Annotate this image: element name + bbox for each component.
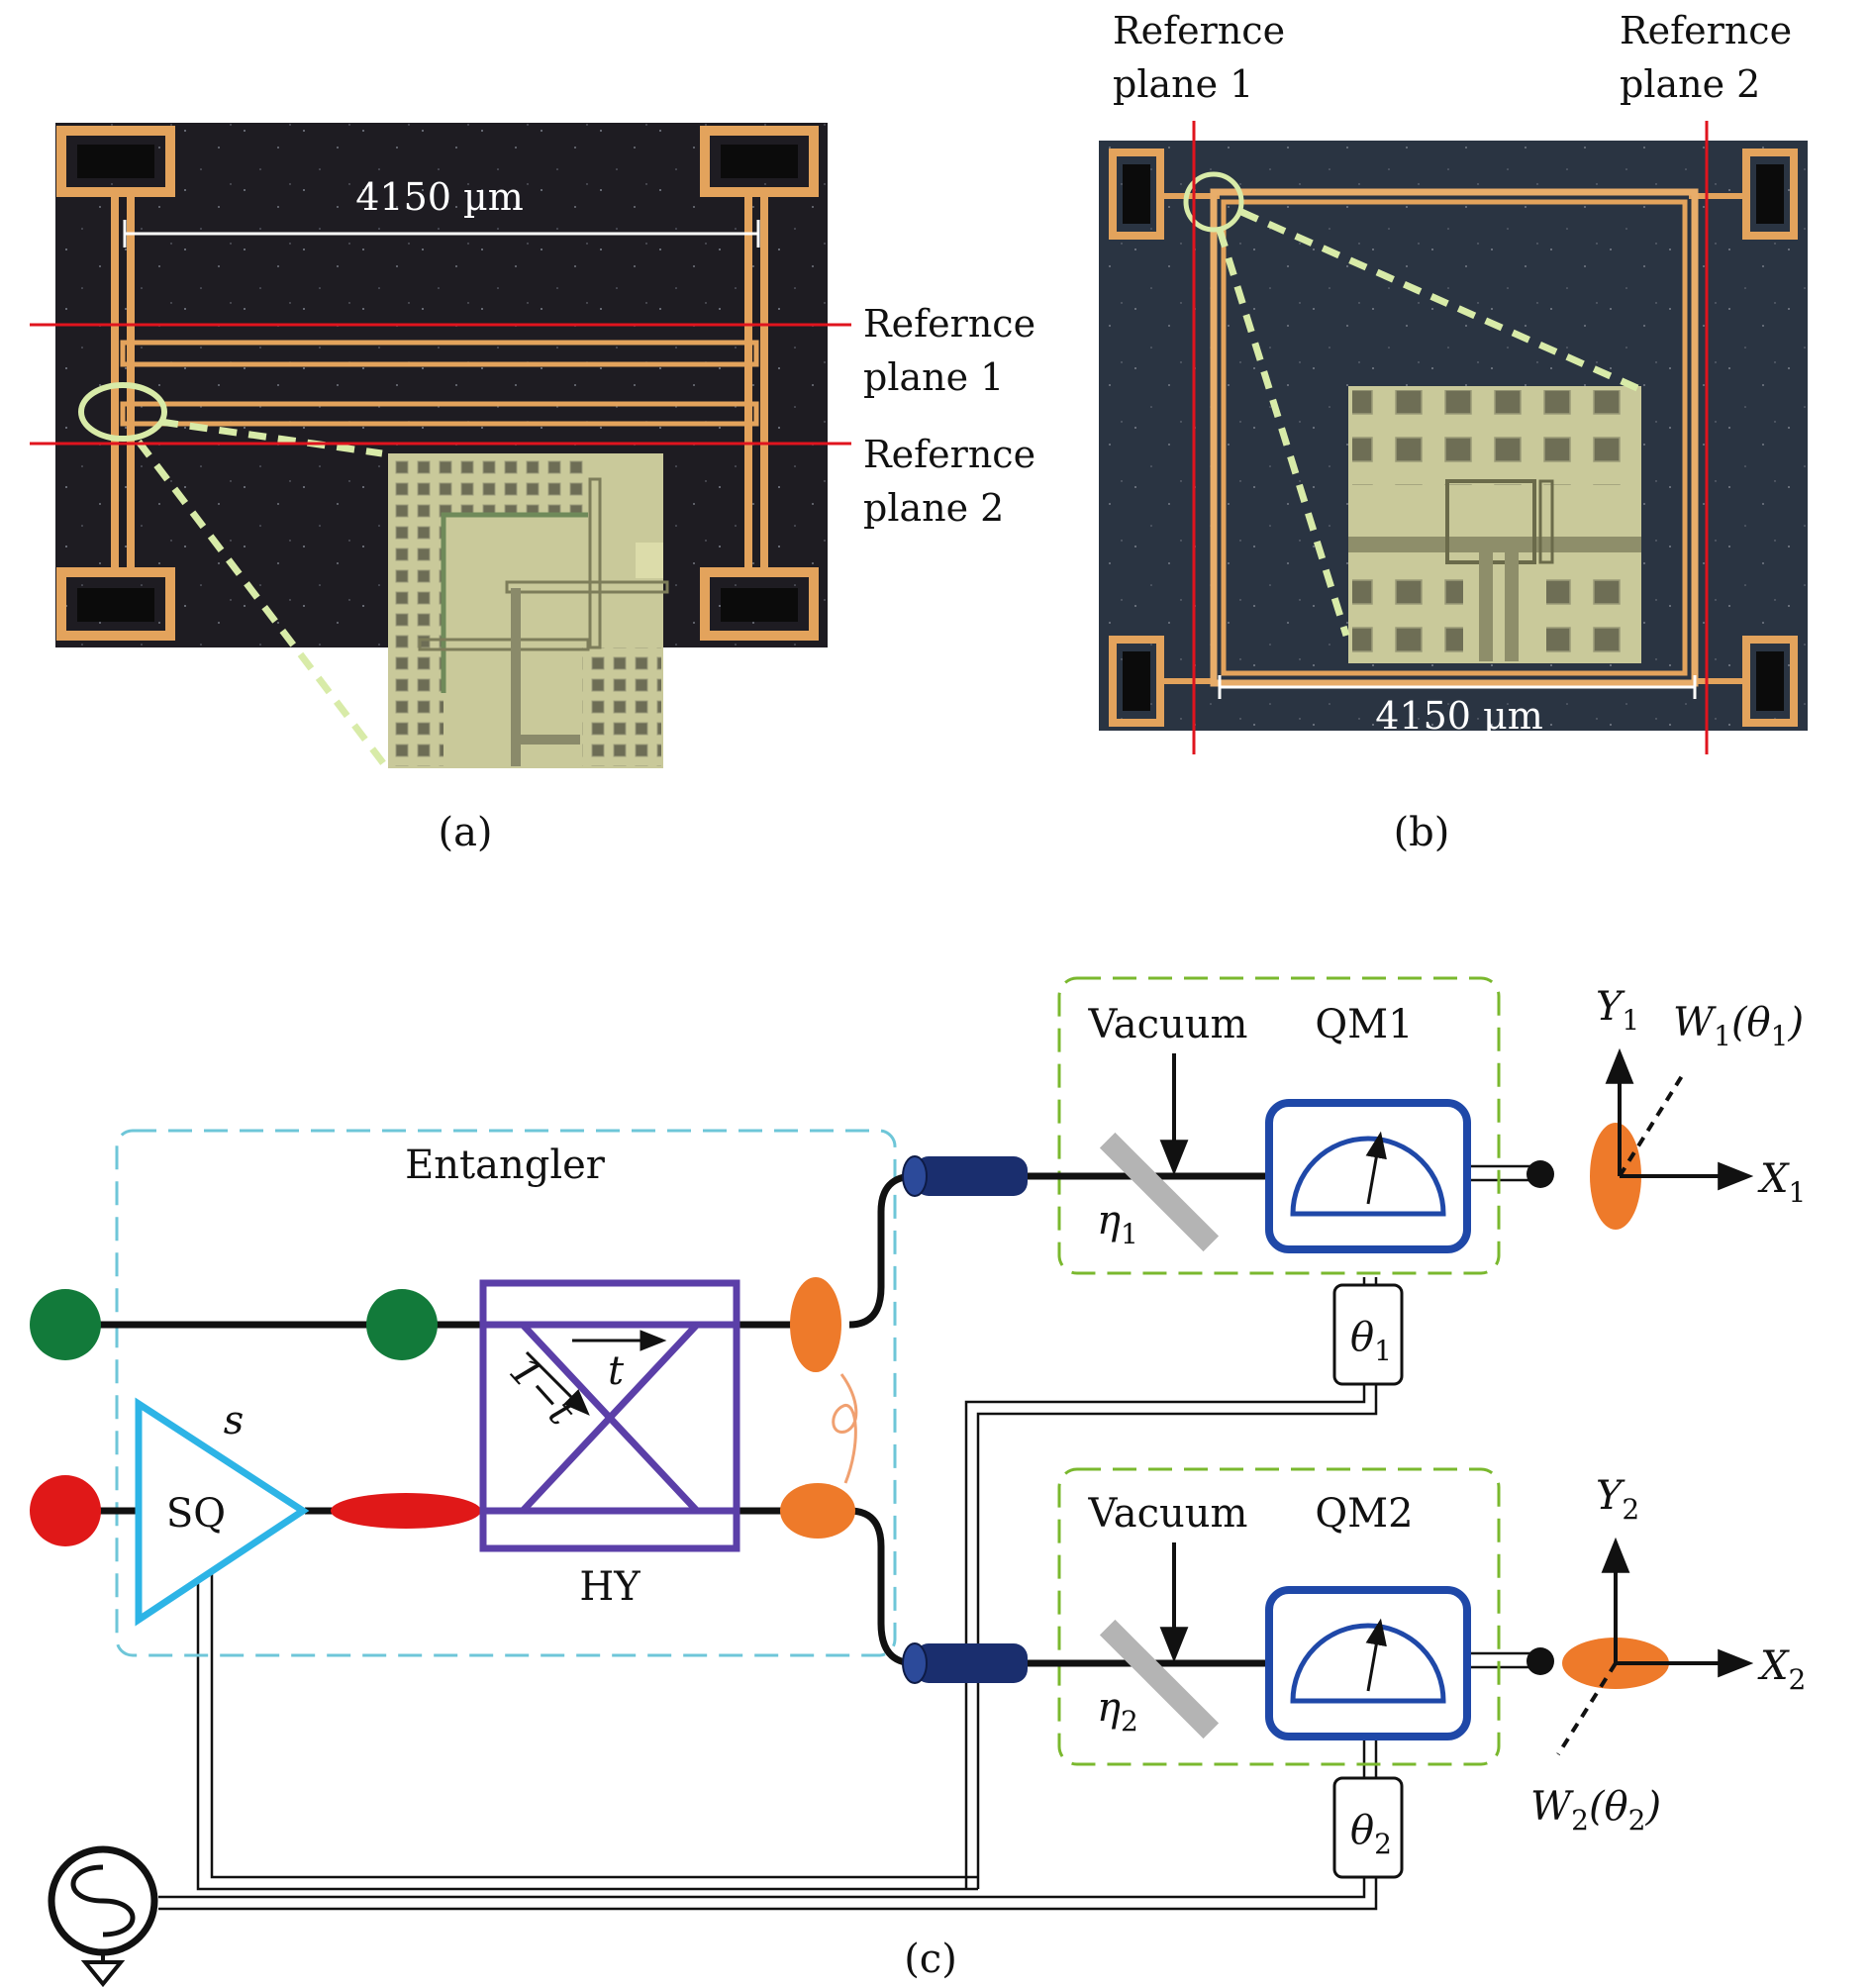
axis-y2: Y2 — [1596, 1473, 1639, 1526]
ref2-label-b-line2: plane 2 — [1620, 62, 1760, 106]
phase-space-1 — [1590, 1047, 1754, 1230]
output-dot-2 — [1526, 1647, 1554, 1675]
measurement-box-2 — [1057, 1467, 1501, 1766]
phase-box-1 — [1332, 1283, 1404, 1386]
axis-y1: Y1 — [1596, 984, 1639, 1037]
measurement-box-1 — [1057, 976, 1501, 1275]
loss-eta-1: η1 — [1097, 1198, 1138, 1250]
ref1-label-b-line2: plane 1 — [1113, 62, 1253, 106]
ref2-label-a-line2: plane 2 — [863, 486, 1004, 530]
ref1-label-a-line1: Refernce — [863, 302, 1035, 346]
vacuum-label-2: Vacuum — [1088, 1491, 1248, 1537]
zoom-guide-a-top — [159, 418, 383, 457]
caption-b: (b) — [1394, 810, 1450, 855]
loss-eta-2: η2 — [1097, 1685, 1138, 1738]
scale-bar-b — [1218, 675, 1697, 699]
qm1-label: QM1 — [1315, 1002, 1413, 1047]
control-wires — [158, 1164, 1530, 1911]
bond-pad-a-top-right — [700, 126, 819, 197]
hybrid-coupler — [479, 1279, 740, 1552]
loss-beamsplitter-2 — [1099, 1619, 1220, 1740]
bond-pad-a-bottom-right — [700, 567, 819, 641]
entangled-mode-2 — [780, 1483, 855, 1539]
ref2-label-b-line1: Refernce — [1620, 9, 1792, 52]
phase-space-2 — [1556, 1537, 1754, 1756]
ring-trace-b — [1160, 188, 1746, 687]
zoom-guide-b-top — [1239, 208, 1639, 392]
loss-beamsplitter-1 — [1099, 1132, 1220, 1252]
panel-c: Entangler SQ s — [30, 976, 1806, 1988]
squeezing-param: s — [224, 1398, 245, 1443]
axis-x2: X2 — [1757, 1643, 1806, 1696]
inset-image-a — [388, 453, 669, 768]
input-mode-green-1 — [30, 1289, 101, 1360]
entangled-mode-1 — [790, 1277, 841, 1372]
axis-x1: X1 — [1757, 1156, 1806, 1209]
zoom-circle-a — [78, 382, 167, 442]
qm2-label: QM2 — [1315, 1491, 1413, 1537]
bond-pad-b-bottom-right — [1742, 636, 1798, 727]
panel-b: 4150 µm Refernce plane 1 Refernce plane … — [1099, 9, 1808, 855]
zoom-circle-b — [1183, 171, 1244, 233]
scale-bar-a — [123, 220, 760, 248]
panel-a: 4150 µm Refernce plane 1 Refernce plane … — [30, 123, 1035, 855]
ref1-label-a-line2: plane 1 — [863, 355, 1004, 399]
squeezed-state — [331, 1493, 481, 1529]
phase-box-2 — [1332, 1776, 1404, 1879]
bond-pad-a-top-left — [56, 126, 175, 197]
wigner-w1: W1(θ1) — [1673, 1000, 1804, 1052]
entangler-box — [115, 1129, 897, 1657]
wigner-w2: W2(θ2) — [1530, 1784, 1661, 1837]
transmission-cable-2 — [902, 1642, 1028, 1684]
entanglement-link — [832, 1373, 858, 1484]
phase-theta-1: θ1 — [1350, 1315, 1392, 1367]
branch-line-a-lower — [120, 401, 759, 427]
caption-a: (a) — [438, 810, 492, 855]
zoom-guide-a-bottom — [136, 439, 387, 767]
feed-trace-a-left — [111, 188, 135, 576]
scale-label-b: 4150 µm — [1375, 694, 1543, 738]
scale-label-a: 4150 µm — [355, 175, 524, 219]
zoom-guide-b-bottom — [1216, 228, 1350, 638]
transmission-t: t — [608, 1348, 625, 1394]
vacuum-label-1: Vacuum — [1088, 1002, 1248, 1047]
entangler-label: Entangler — [405, 1143, 606, 1188]
squeezer — [135, 1397, 310, 1627]
output-dot-1 — [1526, 1160, 1554, 1188]
squeezer-label: SQ — [166, 1491, 226, 1537]
ref2-label-a-line1: Refernce — [863, 433, 1035, 476]
input-mode-red — [30, 1475, 101, 1546]
caption-c: (c) — [904, 1937, 957, 1982]
phase-theta-2: θ2 — [1350, 1808, 1392, 1860]
hybrid-label: HY — [579, 1564, 640, 1610]
inset-image-b — [1348, 386, 1641, 663]
bond-pad-b-top-left — [1109, 149, 1164, 240]
ref1-label-b-line1: Refernce — [1113, 9, 1285, 52]
ac-source-icon — [48, 1845, 158, 1956]
input-mode-green-2 — [366, 1289, 438, 1360]
feed-trace-a-right — [744, 188, 768, 576]
quadrature-meter-2 — [1265, 1586, 1471, 1740]
branch-line-a-upper — [120, 340, 759, 367]
ground-icon — [80, 1952, 126, 1988]
quadrature-meter-1 — [1265, 1099, 1471, 1253]
transmission-cable-1 — [902, 1155, 1028, 1197]
